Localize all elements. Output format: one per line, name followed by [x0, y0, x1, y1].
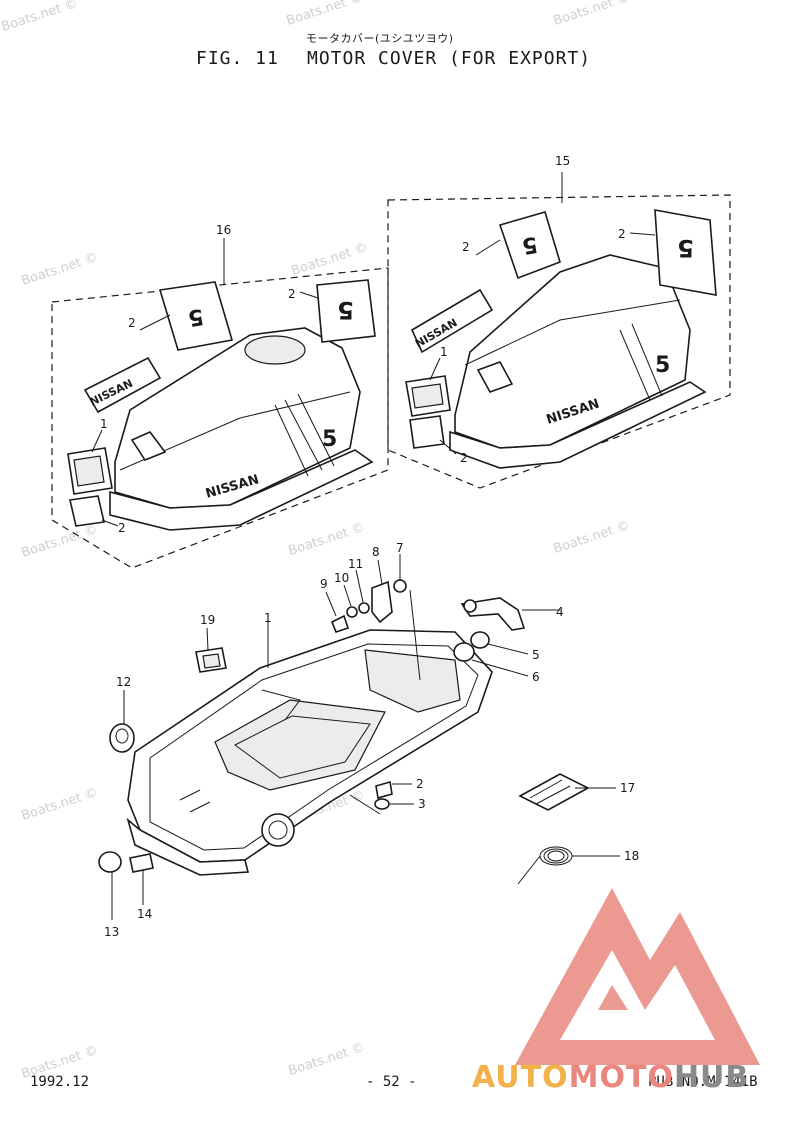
callout-10: 10 — [334, 571, 349, 585]
callout-2: 2 — [128, 316, 136, 330]
logo-part-hub: HUB — [673, 1060, 750, 1095]
part-9-screw — [330, 614, 350, 633]
automotohub-logo-mark — [515, 888, 760, 1065]
part-18-starter-rope — [517, 846, 620, 885]
callout-19: 19 — [200, 613, 215, 627]
emblem-right — [409, 415, 445, 449]
part-6-bushing — [453, 642, 475, 662]
callout-14: 14 — [137, 907, 152, 921]
callout-3: 3 — [418, 797, 426, 811]
part-5-bushing — [470, 631, 490, 649]
top-cover-opening — [244, 335, 306, 365]
hp-sticker-label: 5 — [337, 296, 354, 324]
footer-date: 1992.12 — [30, 1074, 90, 1090]
callout-6: 6 — [532, 670, 540, 684]
small-parts — [98, 554, 620, 920]
callout-2: 2 — [288, 287, 296, 301]
part-4-lever — [460, 597, 526, 631]
bottom-cover — [126, 616, 493, 876]
hp-decal-side-label-right: 5 — [520, 231, 539, 258]
part-8-bracket — [371, 580, 393, 624]
callout-2: 2 — [416, 777, 424, 791]
callout-2: 2 — [118, 521, 126, 535]
footer-publication-number: PUB.NO.M-141B — [648, 1074, 758, 1090]
callout-labels: 15 16 2 2 2 2 1 2 1 2 8 7 11 10 9 4 19 1… — [100, 154, 639, 939]
callout-12: 12 — [116, 675, 131, 689]
callout-1: 1 — [440, 345, 448, 359]
callout-1: 1 — [264, 611, 272, 625]
part-14-plate — [129, 853, 154, 873]
hp-sticker-label-right: 5 — [677, 234, 694, 262]
logo-part-auto: AUTO — [472, 1060, 569, 1095]
hp-decal-side-label: 5 — [186, 303, 205, 330]
automotohub-logo-text: AUTOMOTOHUB — [472, 1060, 749, 1095]
part-10-washer — [346, 606, 358, 618]
callout-4: 4 — [556, 605, 564, 619]
hp-decal-label-right: 5 — [655, 353, 670, 378]
hp-decal-label: 5 — [322, 427, 337, 452]
cover-assembly-16: NISSAN 5 5 NISSAN 5 — [51, 238, 389, 569]
part-7-collar — [393, 579, 407, 593]
footer-page-number: - 52 - — [366, 1074, 417, 1090]
emblem-left — [69, 495, 105, 527]
callout-16: 16 — [216, 223, 231, 237]
callout-17: 17 — [620, 781, 635, 795]
callout-9: 9 — [320, 577, 328, 591]
hp-sticker-right — [654, 209, 717, 296]
callout-5: 5 — [532, 648, 540, 662]
figure-number: FIG. 11 — [196, 48, 279, 69]
part-3-washer — [374, 798, 390, 810]
callout-1: 1 — [100, 417, 108, 431]
side-decal-left — [158, 281, 234, 351]
callout-11: 11 — [348, 557, 363, 571]
callout-13: 13 — [104, 925, 119, 939]
part-12-plug — [109, 723, 135, 753]
callout-18: 18 — [624, 849, 639, 863]
cover-assembly-15: NISSAN 5 5 NISSAN 5 — [387, 172, 731, 489]
part-11-washer — [358, 602, 370, 614]
side-decal-right — [498, 211, 561, 280]
figure-title: MOTOR COVER (FOR EXPORT) — [307, 48, 592, 69]
part-13-plug — [98, 851, 122, 873]
part-2-bolt — [375, 780, 393, 800]
logo-part-moto: MOTO — [568, 1060, 674, 1095]
callout-7: 7 — [396, 541, 404, 555]
callout-2: 2 — [462, 240, 470, 254]
callout-2: 2 — [618, 227, 626, 241]
callout-2: 2 — [460, 451, 468, 465]
figure-subtitle-japanese: モータカバー(ユシユツヨウ) — [306, 32, 454, 45]
hp-sticker-left — [316, 279, 376, 343]
callout-15: 15 — [555, 154, 570, 168]
part-17-pouch — [518, 773, 590, 811]
callout-8: 8 — [372, 545, 380, 559]
